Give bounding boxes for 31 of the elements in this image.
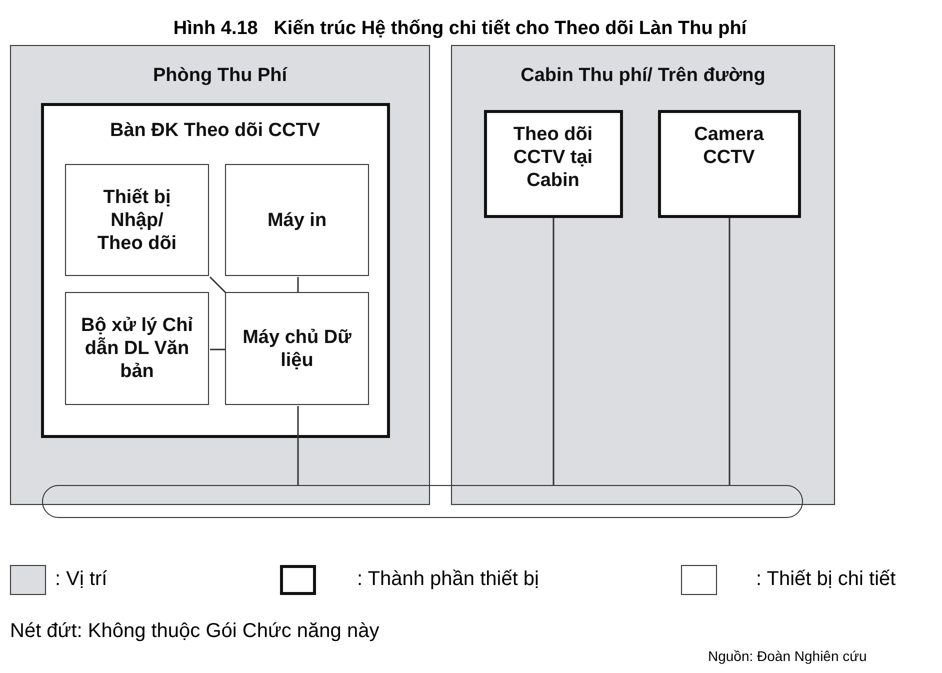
device-label: Máy in [267, 208, 327, 232]
connector-line [297, 277, 299, 293]
device-label: Bộ xử lý Chỉ dẫn DL Văn bản [80, 314, 194, 383]
device-label: Thiết bị Nhập/ Theo dõi [96, 186, 178, 254]
detail-device-box [225, 292, 369, 405]
detail-device-box [225, 164, 369, 276]
legend-text: : Vị trí [55, 568, 108, 591]
area-heading: Cabin Thu phí/ Trên đường [520, 64, 766, 87]
device-label: Máy chủ Dữ liệu [242, 326, 352, 372]
detail-device-box [65, 292, 209, 405]
connector-line [210, 348, 226, 350]
connector-line [297, 406, 299, 485]
legend-text: : Thành phần thiết bị [357, 568, 539, 591]
equipment-component-box [658, 110, 800, 218]
device-label: Camera CCTV [693, 122, 765, 168]
area-heading: Bàn ĐK Theo dõi CCTV [108, 118, 322, 142]
network-bus [42, 485, 803, 518]
figure-title: Hình 4.18 Kiến trúc Hệ thống chi tiết cho Theo dõi Làn Thu phí [172, 18, 748, 40]
detail-device-box [65, 164, 209, 276]
equipment-component-box [484, 110, 622, 218]
location-area [451, 45, 835, 505]
connector-line [209, 276, 227, 294]
location-area [10, 45, 430, 505]
note-text: Nét đứt: Không thuộc Gói Chức năng này [10, 620, 380, 643]
connector-line [552, 218, 554, 485]
source-note: Nguồn: Đoàn Nghiên cứu [708, 648, 867, 664]
connector-line [728, 218, 730, 485]
equipment-component-box [40, 102, 390, 438]
device-label: Theo dõi CCTV tại Cabin [512, 122, 594, 192]
legend-text: : Thiết bị chi tiết [756, 568, 896, 591]
area-heading: Phòng Thu Phí [152, 64, 288, 87]
